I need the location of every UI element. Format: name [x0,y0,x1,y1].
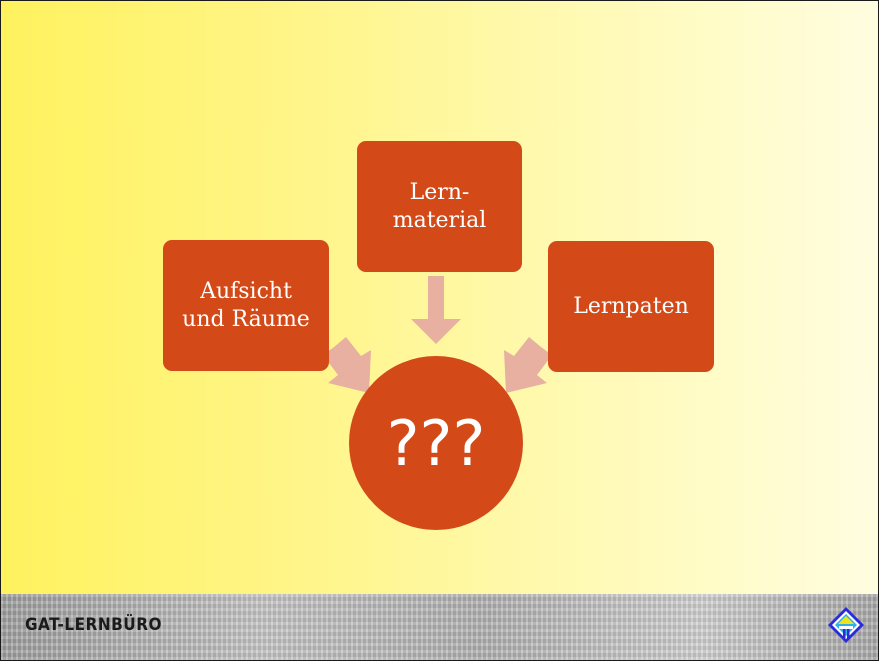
box-aufsicht: Aufsicht und Räume [163,240,329,371]
arrow-left-to-center [323,337,371,393]
box-aufsicht-line-2: und Räume [182,306,310,332]
school-logo-icon [828,607,864,643]
box-lernmaterial-line-1: Lern- [409,179,470,205]
box-lernmaterial-line-2: material [392,207,487,233]
center-circle-label: ??? [386,406,486,480]
arrow-down [411,276,461,344]
box-aufsicht-line-1: Aufsicht [200,278,292,304]
footer-bar: GAT-LERNBÜRO [1,594,878,660]
center-circle: ??? [349,356,523,530]
arrows-layer [323,276,552,393]
box-lernpaten: Lernpaten [548,241,714,372]
footer-label: GAT-LERNBÜRO [25,615,162,635]
box-lernpaten-line-1: Lernpaten [573,293,689,319]
arrow-right-to-center [504,337,552,393]
box-lernmaterial: Lern- material [357,141,522,272]
